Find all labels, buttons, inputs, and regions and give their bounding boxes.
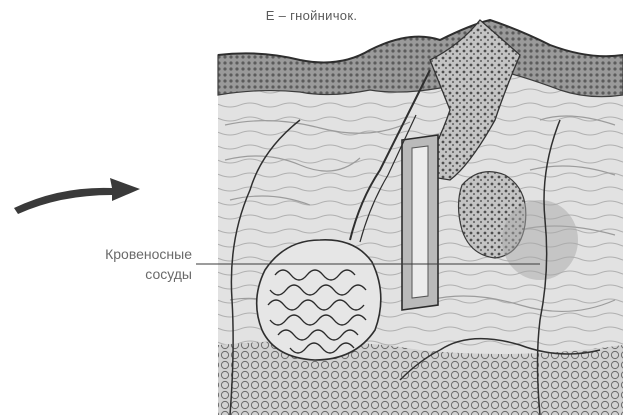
blood-vessels-label-line1: Кровеносные — [28, 245, 192, 263]
subcutaneous-fat-layer — [218, 341, 623, 415]
arrow-right-icon — [14, 178, 140, 214]
epidermis-layer — [218, 20, 623, 97]
inflammation-area — [502, 200, 578, 280]
blood-vessels-label-line2: сосуды — [28, 265, 192, 283]
